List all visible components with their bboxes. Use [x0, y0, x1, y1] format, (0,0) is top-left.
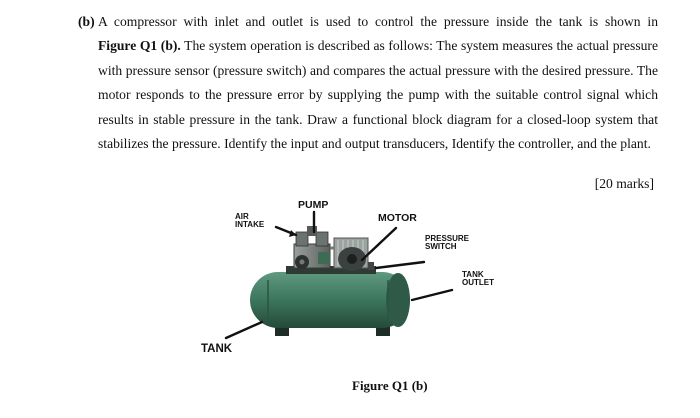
label-tank-outlet: TANK OUTLET	[462, 270, 494, 288]
label-air-intake: AIR INTAKE	[235, 212, 265, 230]
figure-reference: Figure Q1 (b).	[98, 38, 181, 54]
pump-green-block	[318, 252, 330, 264]
question-body: Figure Q1 (b). The system operation is d…	[98, 34, 658, 156]
machine-base-plate	[286, 266, 376, 274]
leader-motor	[360, 226, 398, 262]
leader-pressure-switch	[374, 260, 426, 270]
tank-end-cap	[386, 273, 410, 327]
pump-cylinder-right	[315, 231, 329, 247]
figure-caption: Figure Q1 (b)	[352, 378, 428, 393]
label-pressure-switch: PRESSURE SWITCH	[425, 234, 470, 252]
pump-flywheel-hub	[299, 259, 305, 265]
question-text: (b) A compressor with inlet and outlet i…	[78, 10, 658, 156]
motor-shaft	[347, 254, 357, 264]
marks-label: [20 marks]	[594, 176, 654, 191]
pressure-switch-box	[368, 262, 374, 270]
leader-tank-outlet	[410, 288, 454, 302]
leader-tank	[224, 320, 264, 340]
pump-cylinder-head	[307, 226, 317, 236]
leader-air-intake-arrow	[289, 230, 296, 237]
label-motor: MOTOR	[378, 212, 417, 224]
label-pump: PUMP	[298, 199, 329, 211]
pump-cylinder-left	[295, 231, 309, 247]
question-first-line: A compressor with inlet and outlet is us…	[98, 14, 658, 29]
question-header: (b) A compressor with inlet and outlet i…	[78, 10, 658, 34]
question-description: The system operation is described as fol…	[98, 38, 658, 152]
question-label: (b)	[78, 14, 95, 29]
label-tank: TANK	[201, 343, 233, 355]
tank-body	[250, 272, 410, 328]
